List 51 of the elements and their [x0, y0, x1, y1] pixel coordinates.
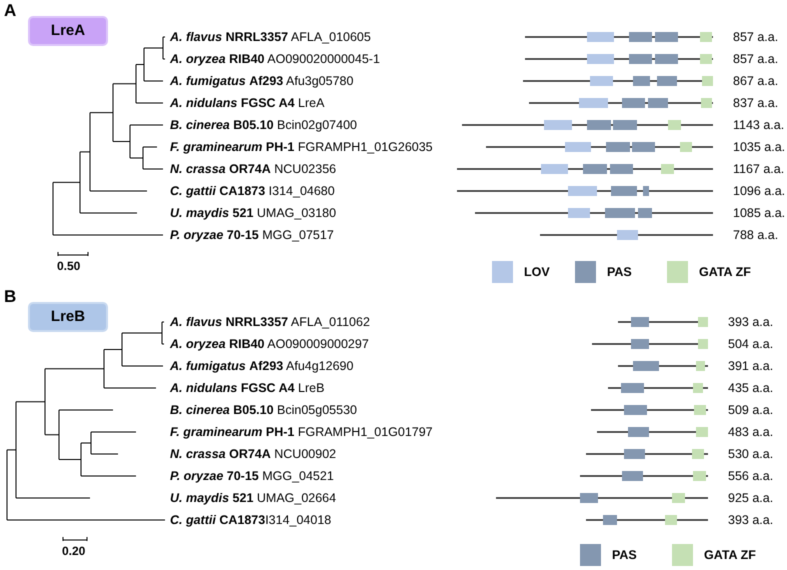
- species-label: F. graminearum PH-1 FGRAMPH1_01G01797: [170, 426, 433, 438]
- protein-length-label: 788 a.a.: [733, 228, 778, 242]
- protein-length-label: 435 a.a.: [728, 382, 774, 394]
- species-label: A. oryzea RIB40 AO090009000297: [170, 338, 369, 350]
- protein-length-label: 1096 a.a.: [733, 184, 786, 198]
- protein-length-label: 867 a.a.: [733, 74, 778, 88]
- scale-value: 0.20: [62, 545, 86, 557]
- protein-length-label: 530 a.a.: [728, 448, 774, 460]
- protein-length-label: 857 a.a.: [733, 52, 778, 66]
- legend-label: PAS: [612, 548, 637, 562]
- protein-length-label: 393 a.a.: [728, 514, 774, 526]
- gene-badge: LreA: [28, 16, 108, 46]
- protein-length-label: 1167 a.a.: [733, 162, 784, 176]
- protein-length-label: 483 a.a.: [728, 426, 774, 438]
- protein-length-label: 556 a.a.: [728, 470, 774, 482]
- protein-length-label: 1085 a.a.: [733, 206, 786, 220]
- panel-letter: B: [4, 288, 16, 305]
- species-label: A. flavus NRRL3357 AFLA_010605: [170, 30, 371, 44]
- protein-length-label: 925 a.a.: [728, 492, 774, 504]
- protein-length-label: 393 a.a.: [728, 316, 774, 328]
- protein-length-label: 1143 a.a.: [733, 118, 784, 132]
- panel-letter: A: [4, 2, 16, 19]
- legend-label: PAS: [607, 266, 632, 278]
- species-label: A. fumigatus Af293 Afu3g05780: [170, 74, 354, 88]
- legend-label: GATA ZF: [699, 266, 751, 278]
- species-label: B. cinerea B05.10 Bcin02g07400: [170, 118, 357, 132]
- species-label: C. gattii CA1873I314_04018: [170, 514, 332, 526]
- protein-length-label: 857 a.a.: [733, 30, 778, 44]
- protein-length-label: 509 a.a.: [728, 404, 774, 416]
- legend-label: LOV: [524, 266, 550, 278]
- species-label: N. crassa OR74A NCU00902: [170, 448, 336, 460]
- protein-length-label: 1035 a.a.: [733, 140, 786, 154]
- species-label: A. nidulans FGSC A4 LreA: [170, 96, 324, 110]
- species-label: P. oryzae 70-15 MGG_07517: [170, 228, 334, 242]
- species-label: B. cinerea B05.10 Bcin05g05530: [170, 404, 357, 416]
- species-label: U. maydis 521 UMAG_03180: [170, 206, 336, 220]
- protein-length-label: 837 a.a.: [733, 96, 778, 110]
- species-label: P. oryzae 70-15 MGG_04521: [170, 470, 334, 482]
- species-label: A. nidulans FGSC A4 LreB: [170, 382, 324, 394]
- species-label: U. maydis 521 UMAG_02664: [170, 492, 336, 504]
- protein-length-label: 391 a.a.: [728, 360, 774, 372]
- protein-length-label: 504 a.a.: [728, 338, 774, 350]
- species-label: A. oryzea RIB40 AO090020000045-1: [170, 52, 380, 66]
- scale-value: 0.50: [57, 260, 80, 272]
- species-label: A. flavus NRRL3357 AFLA_011062: [170, 316, 370, 328]
- gene-badge: LreB: [28, 302, 108, 332]
- legend-label: GATA ZF: [704, 548, 756, 562]
- species-label: F. graminearum PH-1 FGRAMPH1_01G26035: [170, 140, 433, 154]
- species-label: N. crassa OR74A NCU02356: [170, 162, 336, 176]
- species-label: A. fumigatus Af293 Afu4g12690: [170, 360, 354, 372]
- species-label: C. gattii CA1873 I314_04680: [170, 184, 335, 198]
